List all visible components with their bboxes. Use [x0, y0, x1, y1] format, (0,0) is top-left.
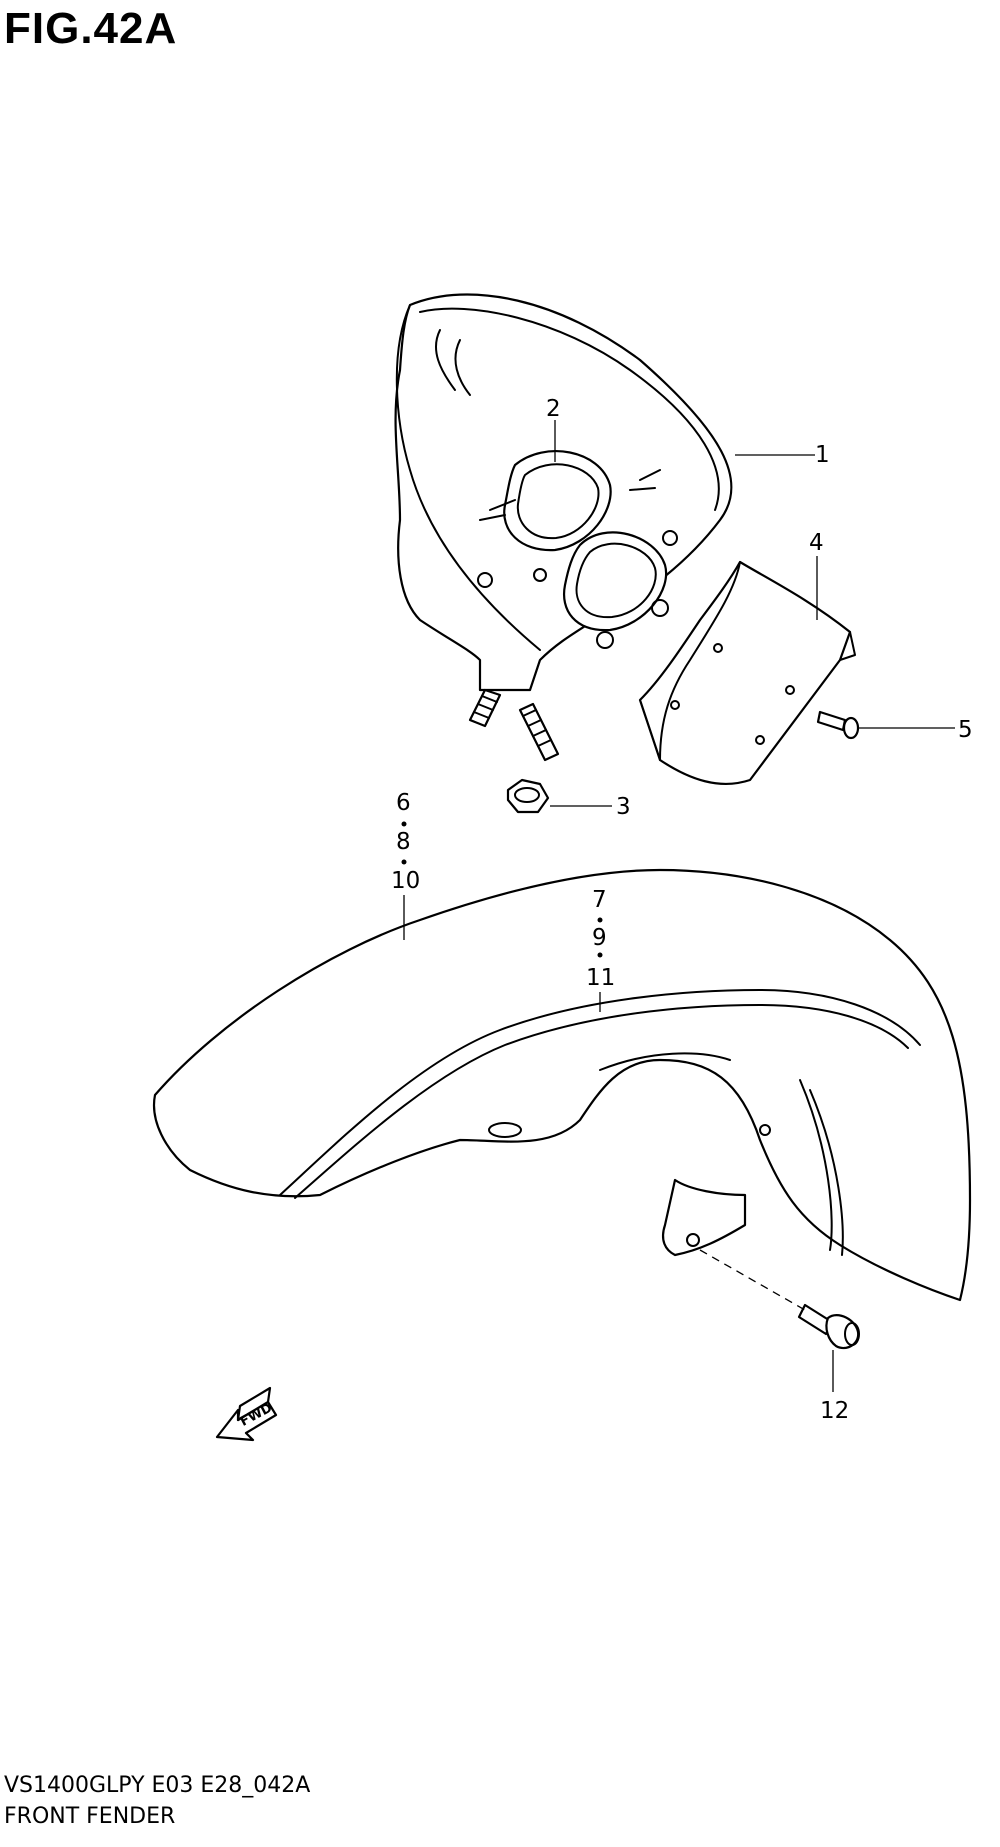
- forward-direction-arrow: FWD: [215, 1386, 278, 1442]
- callout-5: 5: [958, 717, 973, 743]
- leader-lines: [403, 420, 955, 1392]
- callout-3: 3: [616, 794, 631, 820]
- part-4-bracket[interactable]: [638, 560, 856, 785]
- callout-labels: 1 2 3 4 5 6 8 10 7 9 11 12: [391, 396, 973, 1424]
- callout-dots: [401, 821, 603, 958]
- part-5-screw[interactable]: [816, 710, 860, 740]
- section-name: FRONT FENDER: [4, 1804, 176, 1829]
- callout-12: 12: [820, 1398, 849, 1424]
- part-3-nut[interactable]: [506, 778, 550, 814]
- callout-11: 11: [586, 965, 615, 991]
- part-12-bolt[interactable]: [797, 1303, 860, 1350]
- callout-4: 4: [809, 530, 824, 556]
- callout-7: 7: [592, 887, 607, 913]
- callout-9: 9: [592, 925, 607, 951]
- figure-title: FIG.42A: [4, 4, 178, 53]
- callout-1: 1: [815, 442, 830, 468]
- model-code: VS1400GLPY E03 E28_042A: [4, 1773, 311, 1798]
- callout-2: 2: [546, 396, 561, 422]
- callout-8: 8: [396, 829, 411, 855]
- front-fender[interactable]: [152, 868, 972, 1302]
- callout-6: 6: [396, 790, 411, 816]
- part-1-housing[interactable]: [394, 293, 733, 762]
- callout-10: 10: [391, 868, 420, 894]
